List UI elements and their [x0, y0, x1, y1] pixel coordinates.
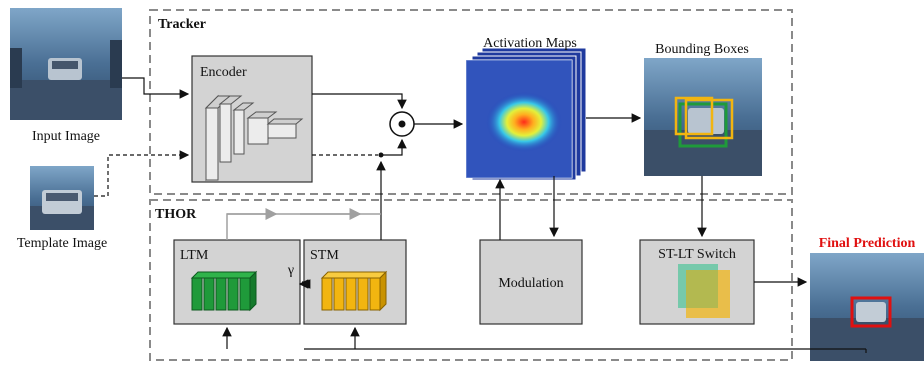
encoder-label: Encoder: [200, 65, 247, 80]
tracker-section-frame: [149, 9, 793, 195]
st-lt-switch-icon: [678, 264, 730, 318]
input-image-label: Input Image: [32, 129, 100, 144]
encoder-layers-icon: [204, 94, 304, 182]
stm-label: STM: [310, 248, 339, 263]
bounding-boxes-image: [644, 58, 762, 176]
st-lt-switch-label: ST-LT Switch: [658, 247, 736, 262]
connector-lines: [122, 77, 867, 353]
bounding-boxes-label: Bounding Boxes: [655, 42, 749, 57]
gamma-label: γ: [287, 263, 294, 278]
modulation-box: [479, 239, 583, 325]
activation-maps-stack: [465, 47, 587, 181]
template-connector: [94, 150, 378, 197]
memory-update-connector: [226, 208, 381, 240]
modulation-label: Modulation: [498, 276, 563, 291]
final-prediction-image: [810, 253, 924, 361]
tracker-title: Tracker: [158, 17, 206, 32]
input-image: [10, 8, 122, 120]
ltm-memory-icon: [190, 270, 258, 312]
correlation-dot: [398, 120, 406, 128]
stm-memory-icon: [320, 270, 388, 312]
template-image-label: Template Image: [17, 236, 107, 251]
junction-dot: [378, 152, 384, 158]
thor-title: THOR: [155, 207, 197, 222]
template-image: [30, 166, 94, 230]
ltm-label: LTM: [180, 248, 209, 263]
activation-maps-label: Activation Maps: [483, 36, 577, 51]
final-prediction-label: Final Prediction: [819, 236, 916, 251]
thor-section-frame: [149, 199, 793, 361]
